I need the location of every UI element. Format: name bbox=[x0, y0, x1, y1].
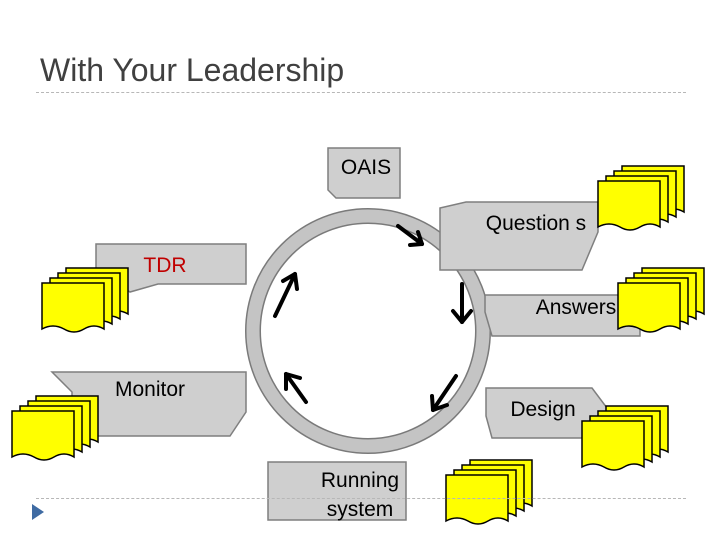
tdr-label: TDR bbox=[143, 254, 187, 277]
design-label: Design bbox=[510, 398, 576, 421]
document-stack-icon bbox=[445, 459, 533, 525]
running-system-box bbox=[267, 461, 407, 521]
document-stack-icon bbox=[11, 395, 99, 461]
oais-label: OAIS bbox=[340, 156, 392, 179]
document-stack-icon bbox=[597, 165, 685, 231]
slide-title: With Your Leadership bbox=[40, 52, 345, 88]
answers-label: Answers bbox=[535, 296, 617, 319]
monitor-label: Monitor bbox=[114, 378, 186, 401]
arrow-icon bbox=[430, 374, 458, 412]
running-system-label-line1: Running bbox=[320, 469, 400, 492]
arrow-icon bbox=[451, 282, 473, 324]
questions-label: Question s bbox=[485, 212, 587, 235]
slide-bullet-icon bbox=[32, 504, 44, 520]
arrow-icon bbox=[284, 372, 308, 404]
title-divider bbox=[36, 92, 686, 93]
running-system-label-line2: system bbox=[326, 498, 394, 521]
document-stack-icon bbox=[41, 267, 129, 333]
arrow-icon bbox=[273, 272, 299, 318]
document-stack-icon bbox=[617, 267, 705, 333]
footer-divider bbox=[36, 498, 686, 499]
document-stack-icon bbox=[581, 405, 669, 471]
arrow-icon bbox=[396, 224, 424, 247]
questions-box bbox=[439, 201, 599, 271]
monitor-box bbox=[50, 371, 247, 437]
oais-box bbox=[327, 147, 401, 199]
